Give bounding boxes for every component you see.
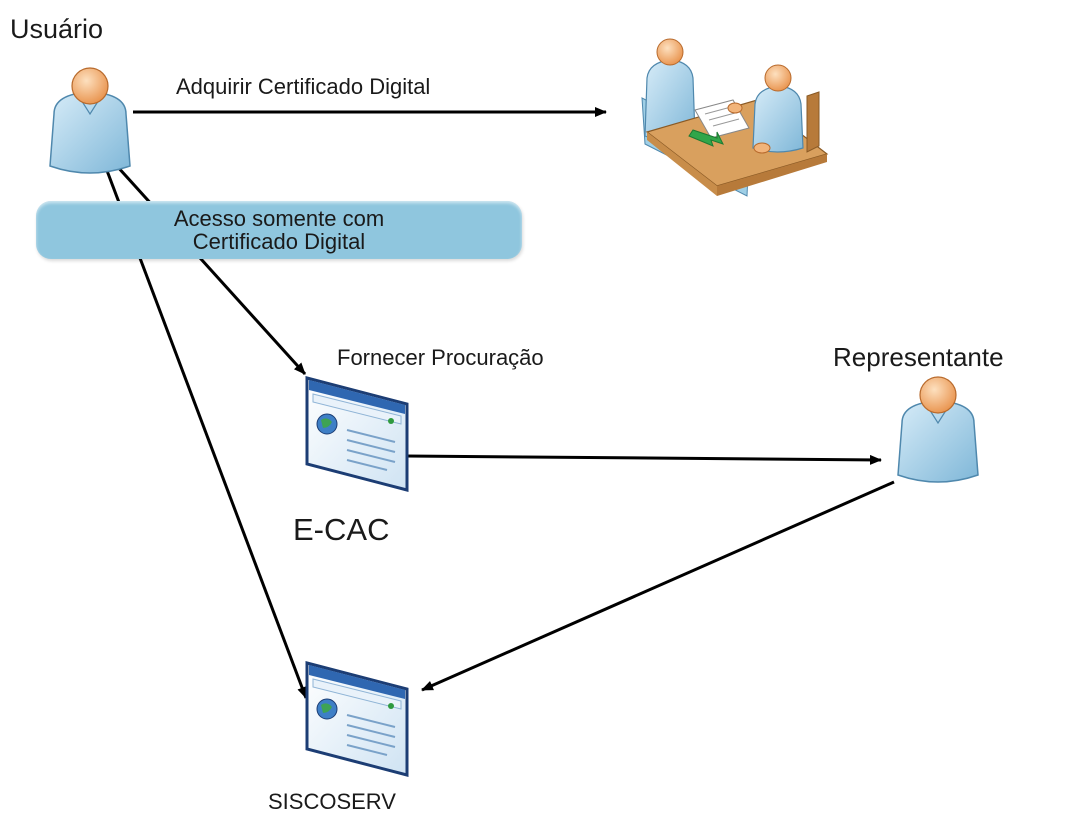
web-window-icon bbox=[305, 661, 409, 777]
node-label-siscoserv: SISCOSERV bbox=[268, 789, 396, 814]
access-note: Acesso somente com Certificado Digital bbox=[36, 201, 522, 259]
edge-label-fornecer: Fornecer Procuração bbox=[337, 345, 544, 370]
edge-label-adquirir: Adquirir Certificado Digital bbox=[176, 74, 431, 99]
web-window-icon bbox=[305, 376, 409, 492]
edge-ecac-to-representante bbox=[405, 454, 882, 465]
representative-icon bbox=[897, 376, 979, 483]
access-note-text: Acesso somente com Certificado Digital bbox=[173, 206, 385, 254]
certificate-office-icon bbox=[641, 38, 829, 197]
node-label-ecac: E-CAC bbox=[293, 512, 390, 547]
edge-usuario-to-ecac bbox=[114, 163, 307, 376]
node-label-usuario: Usuário bbox=[10, 14, 104, 44]
edge-representante-to-siscoserv bbox=[421, 480, 895, 692]
user-icon bbox=[49, 67, 131, 174]
node-label-representante: Representante bbox=[833, 342, 1004, 372]
